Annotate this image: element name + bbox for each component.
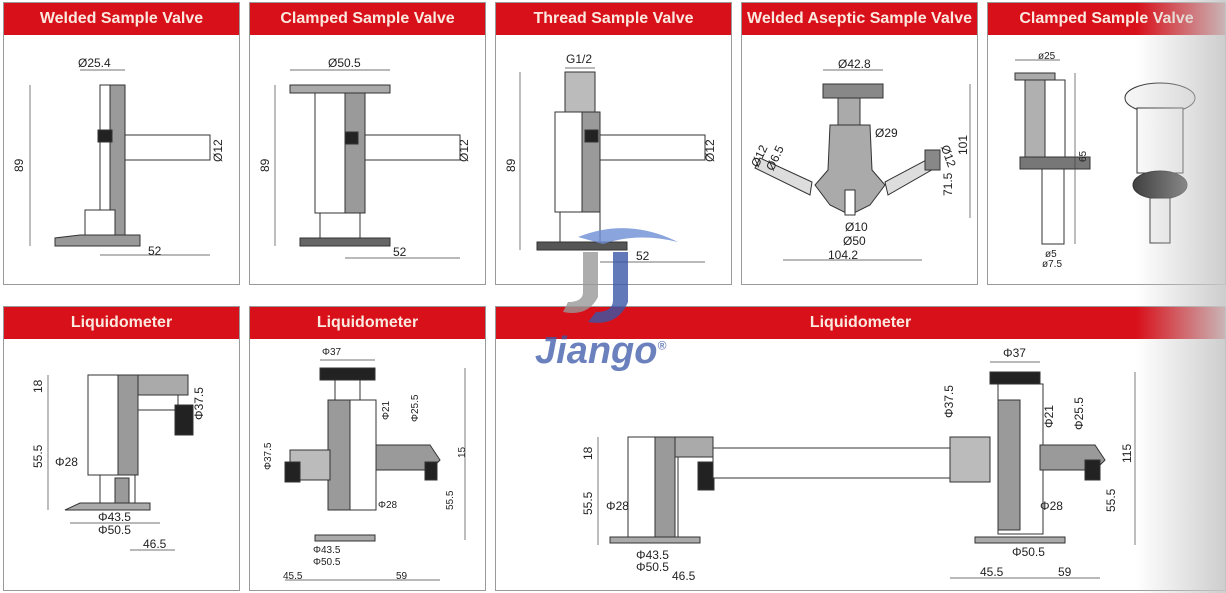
dim-label: 46.5: [143, 537, 167, 551]
panel-title: Thread Sample Valve: [496, 3, 731, 35]
dim-label: Ø12: [457, 139, 471, 162]
dim-label: 52: [393, 245, 407, 259]
dim-label: Φ50.5: [1012, 545, 1045, 559]
dim-label: 52: [636, 249, 650, 263]
dim-label: 55.5: [581, 491, 595, 515]
dim-label: 52: [148, 244, 162, 258]
dim-label: Φ37: [1003, 346, 1026, 360]
dim-label: Φ37.5: [192, 387, 206, 420]
panel-title: Liquidometer: [250, 307, 485, 339]
dim-label: Φ37.5: [942, 385, 956, 418]
drawing-liquidometer-3: [609, 371, 1106, 544]
dim-label: 89: [12, 158, 26, 172]
dim-label: Φ28: [55, 455, 78, 469]
drawing-liquidometer-2: [284, 367, 441, 542]
dim-label: 115: [1120, 443, 1134, 463]
dim-label: ø5: [1045, 249, 1057, 260]
dim-label: Φ50.5: [636, 560, 669, 574]
dim-label: Φ43.5: [313, 545, 341, 556]
dim-label: 59: [396, 571, 408, 582]
dim-label: Φ28: [378, 500, 398, 511]
dim-label: 45.5: [980, 565, 1004, 579]
panel-title: Welded Sample Valve: [4, 3, 239, 35]
dim-label: ø7.5: [1042, 259, 1063, 270]
panel-title: Clamped Sample Valve: [250, 3, 485, 35]
drawing-welded-sample-valve: [54, 84, 211, 247]
dim-label: Ø10: [845, 220, 868, 234]
dim-label: 101: [956, 134, 970, 155]
dim-label: Ø29: [875, 126, 898, 140]
dim-label: Φ50.5: [98, 523, 131, 537]
dim-label: Ø12: [211, 139, 225, 162]
dim-label: Φ37: [322, 347, 342, 358]
dim-label: 104.2: [828, 248, 859, 262]
dim-label: G1/2: [566, 52, 593, 66]
brand-name: Jiango: [535, 330, 658, 372]
dim-label: 45.5: [283, 571, 303, 582]
dim-label: Φ25.5: [410, 394, 421, 422]
dim-label: 18: [581, 446, 595, 460]
dim-label: Ø42.8: [838, 57, 871, 71]
registered-mark: ®: [657, 338, 667, 353]
dim-label: 71.5: [941, 172, 955, 196]
dim-label: 89: [504, 158, 518, 172]
dim-label: ø25: [1038, 51, 1056, 62]
drawing-welded-aseptic-sample-valve: [754, 83, 941, 216]
dim-label: Ø12: [703, 139, 717, 162]
dim-label: 65: [1078, 150, 1089, 162]
drawing-liquidometer-1: [64, 374, 194, 511]
dim-label: Φ28: [606, 499, 629, 513]
dim-label: Ø50: [843, 234, 866, 248]
jiango-logo-mark: [563, 228, 678, 323]
dim-label: Φ25.5: [1072, 397, 1086, 430]
dim-label: 15: [457, 446, 468, 458]
dim-label: 55.5: [445, 490, 456, 510]
dim-label: Φ43.5: [98, 510, 131, 524]
dim-label: 46.5: [672, 569, 696, 583]
panel-title: Liquidometer: [4, 307, 239, 339]
watermark-brand: Jiango®: [535, 330, 666, 373]
dim-label: 55.5: [31, 444, 45, 468]
dim-label: 55.5: [1104, 488, 1118, 512]
dim-label: 89: [258, 158, 272, 172]
dim-label: Φ37.5: [263, 442, 274, 470]
dim-label: Ø25.4: [78, 56, 111, 70]
dim-label: Φ50.5: [313, 557, 341, 568]
drawing-clamped-sample-valve-2: [1014, 72, 1196, 245]
panel-title: Liquidometer: [496, 307, 1225, 339]
dimension-lines: [29, 59, 1136, 581]
panel-title: Welded Aseptic Sample Valve: [742, 3, 977, 35]
dim-label: Φ21: [381, 400, 392, 420]
dim-label: 59: [1058, 565, 1072, 579]
dim-label: Ø50.5: [328, 56, 361, 70]
dim-label: Φ43.5: [636, 548, 669, 562]
dim-label: Φ21: [1042, 405, 1056, 428]
dim-label: Φ28: [1040, 499, 1063, 513]
drawing-clamped-sample-valve: [289, 84, 461, 247]
dim-label: 18: [31, 379, 45, 393]
